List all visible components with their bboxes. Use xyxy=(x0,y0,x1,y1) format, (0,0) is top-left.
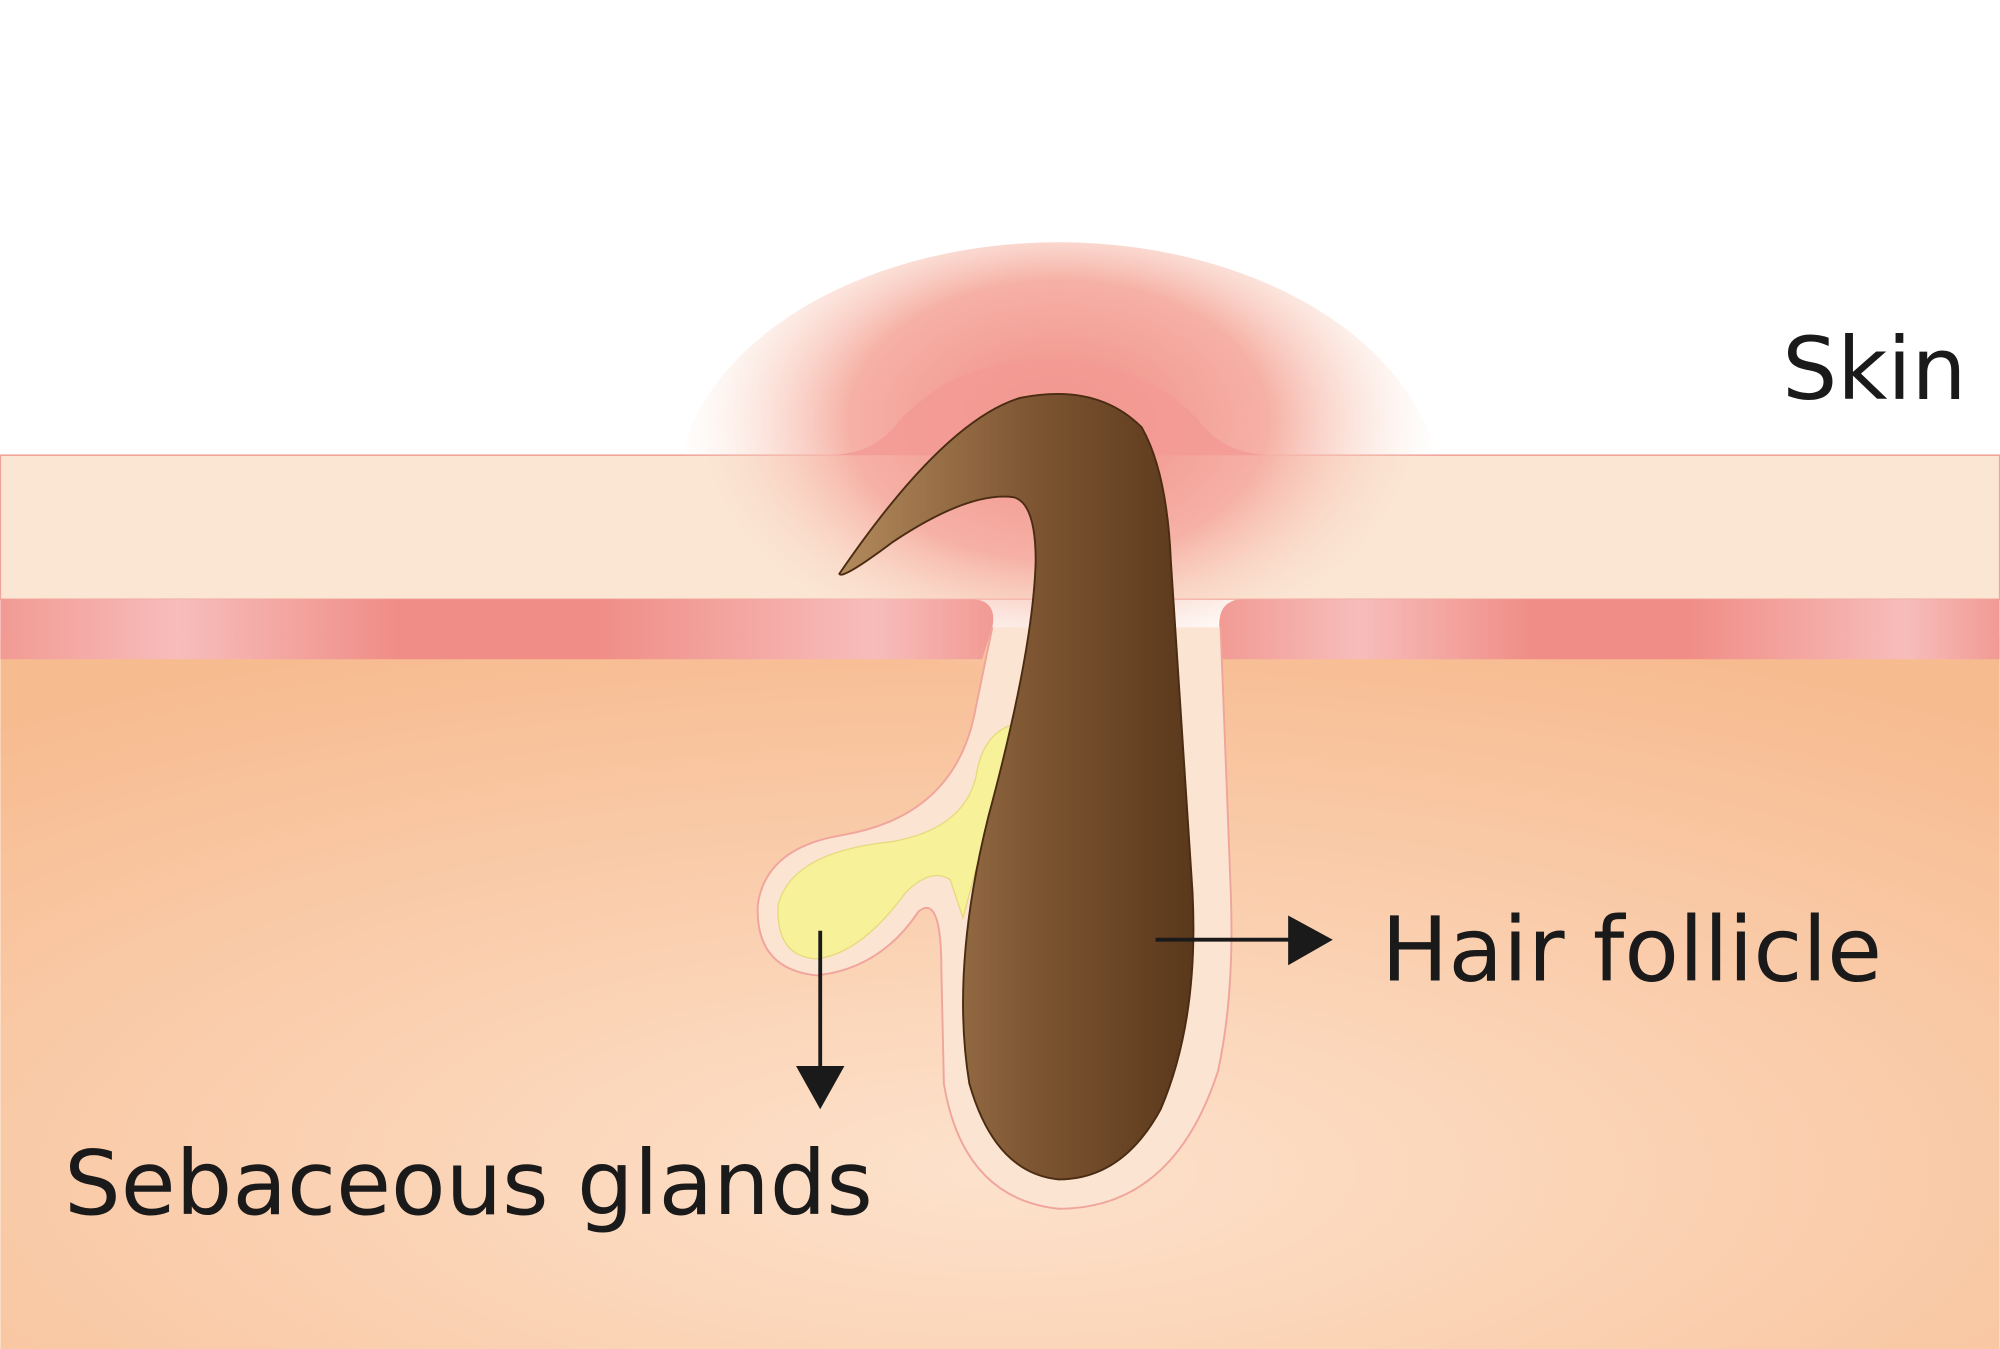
follicle-arrow xyxy=(1155,915,1333,966)
label-sebaceous-glands: Sebaceous glands xyxy=(64,1132,873,1236)
dermis-band-right xyxy=(1219,599,2000,660)
label-hair-follicle: Hair follicle xyxy=(1381,899,1882,1003)
dermis-band-left xyxy=(0,599,994,660)
hair-shaft xyxy=(838,392,1195,1181)
sebaceous-gland xyxy=(777,723,1015,960)
label-skin: Skin xyxy=(1782,320,1966,420)
sebaceous-arrow xyxy=(795,930,845,1110)
